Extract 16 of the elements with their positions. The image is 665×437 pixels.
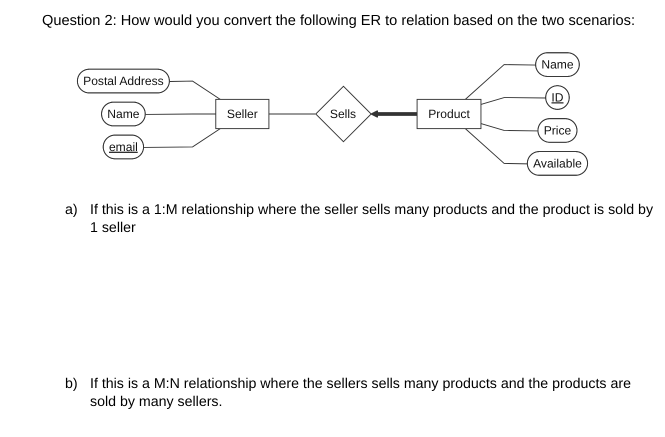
- node-diamond: Sells: [315, 86, 372, 142]
- node-box: Seller: [215, 98, 270, 130]
- connector: [464, 64, 537, 100]
- connector: [480, 123, 539, 132]
- list-marker: b): [65, 375, 78, 393]
- connector: [145, 114, 216, 115]
- question-title: Question 2: How would you convert the following ER to relation based on the two scenarios:: [42, 13, 635, 29]
- list-marker: a): [65, 201, 78, 219]
- connector: [169, 80, 221, 100]
- question-text: If this is a M:N relationship where the sellers sells many products and the products are sold by many sellers.: [90, 375, 632, 411]
- connector: [464, 128, 528, 164]
- connector: [144, 128, 221, 148]
- arrow: [370, 110, 418, 118]
- connector: [480, 97, 547, 105]
- question-text: If this is a 1:M relationship where the seller sells many products and the product is sold by 1 seller: [90, 201, 654, 237]
- node-box: Product: [416, 98, 482, 130]
